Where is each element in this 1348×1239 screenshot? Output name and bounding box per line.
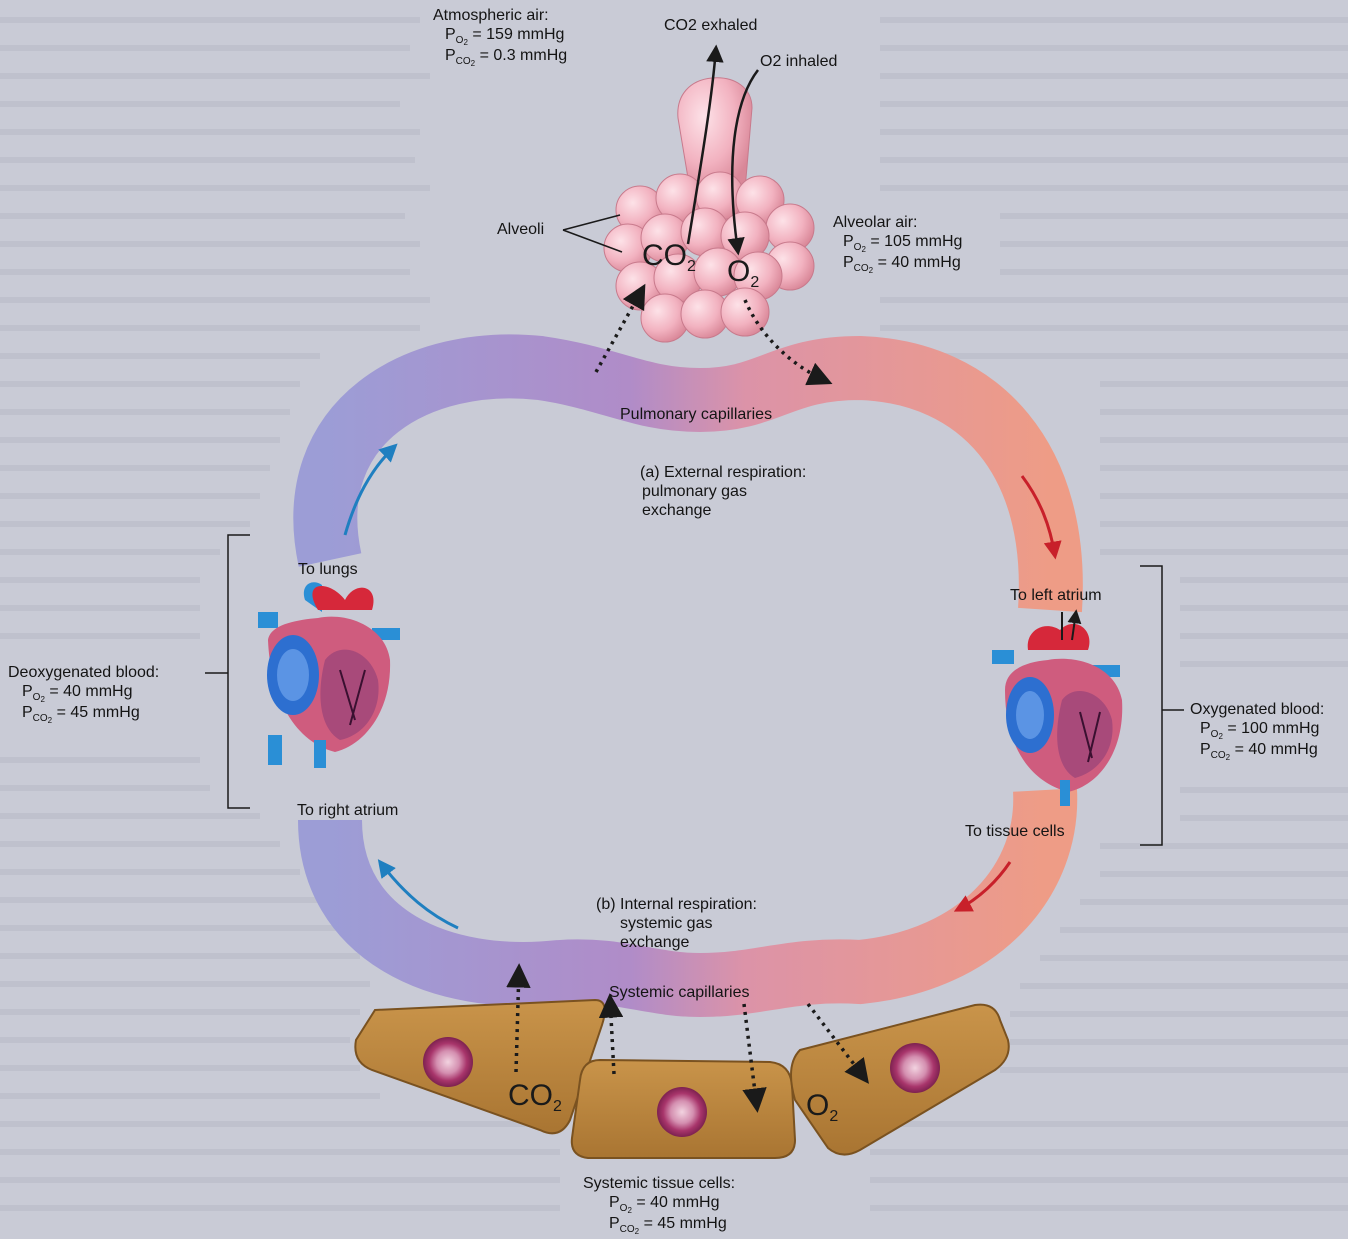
- pulmonary-capillaries-label: Pulmonary capillaries: [620, 405, 772, 424]
- o2-inhaled-label: O2 inhaled: [760, 52, 837, 71]
- blood-vessel-loop: [325, 366, 1051, 985]
- tissue-pco2: 45 mmHg: [657, 1215, 726, 1232]
- deoxygenated-po2: 40 mmHg: [63, 683, 132, 700]
- systemic-tissue-cells-label: Systemic tissue cells: PO2 = 40 mmHg PCO…: [583, 1174, 735, 1235]
- oxygenated-blood-title: Oxygenated blood:: [1190, 700, 1324, 719]
- tissue-cells: [355, 1000, 1008, 1158]
- tissue-co2-label: CO2: [508, 1080, 562, 1117]
- deoxygenated-blood-label: Deoxygenated blood: PO2 = 40 mmHg PCO2 =…: [8, 663, 159, 724]
- deoxygenated-pco2: 45 mmHg: [70, 704, 139, 721]
- oxygenated-po2: 100 mmHg: [1241, 720, 1319, 737]
- systemic-tissue-cells-title: Systemic tissue cells:: [583, 1174, 735, 1193]
- oxygenated-bracket: [1140, 566, 1184, 845]
- deoxygenated-blood-title: Deoxygenated blood:: [8, 663, 159, 682]
- oxygenated-pco2: 40 mmHg: [1248, 741, 1317, 758]
- deoxygenated-bracket: [205, 535, 250, 808]
- to-right-atrium-label: To right atrium: [297, 801, 398, 820]
- systemic-capillaries-label: Systemic capillaries: [609, 983, 749, 1002]
- alveolar-co2-label: CO2: [642, 240, 696, 277]
- atmospheric-po2: 159 mmHg: [486, 26, 564, 43]
- internal-respiration-label: (b) Internal respiration: systemic gas e…: [596, 895, 757, 952]
- alveolar-air-title: Alveolar air:: [833, 213, 962, 232]
- atmospheric-air-title: Atmospheric air:: [433, 6, 567, 25]
- alveolar-po2: 105 mmHg: [884, 233, 962, 250]
- heart-icon-oxygenated: [992, 612, 1122, 806]
- tissue-o2-label: O2: [806, 1090, 838, 1127]
- to-left-atrium-label: To left atrium: [1010, 586, 1102, 605]
- to-tissue-cells-label: To tissue cells: [965, 822, 1065, 841]
- alveolar-pco2: 40 mmHg: [891, 254, 960, 271]
- alveoli-label: Alveoli: [497, 220, 544, 239]
- oxygenated-blood-label: Oxygenated blood: PO2 = 100 mmHg PCO2 = …: [1190, 700, 1324, 761]
- co2-exhaled-label: CO2 exhaled: [664, 16, 757, 35]
- atmospheric-pco2: 0.3 mmHg: [493, 47, 567, 64]
- to-lungs-label: To lungs: [298, 560, 358, 579]
- tissue-po2: 40 mmHg: [650, 1194, 719, 1211]
- alveolar-o2-label: O2: [727, 256, 759, 293]
- atmospheric-air-label: Atmospheric air: PO2 = 159 mmHg PCO2 = 0…: [433, 6, 567, 67]
- alveolar-air-label: Alveolar air: PO2 = 105 mmHg PCO2 = 40 m…: [833, 213, 962, 274]
- heart-icon-deoxygenated: [258, 582, 400, 768]
- external-respiration-label: (a) External respiration: pulmonary gas …: [640, 463, 806, 520]
